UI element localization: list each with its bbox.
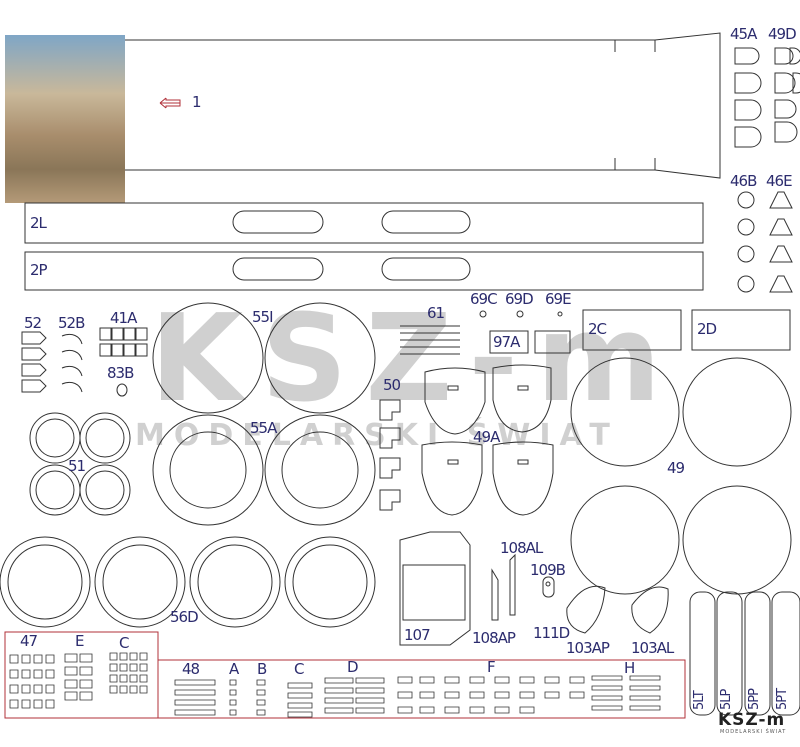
label-part-51: 51 bbox=[68, 457, 86, 475]
part-2C-outline bbox=[582, 309, 682, 351]
label-part-108AP: 108AP bbox=[472, 629, 516, 647]
label-part-69D: 69D bbox=[505, 290, 534, 308]
label-part-55I: 55I bbox=[252, 308, 273, 326]
part-2D-outline bbox=[691, 309, 791, 351]
label-part-2P: 2P bbox=[30, 261, 48, 279]
label-part-50: 50 bbox=[383, 376, 401, 394]
label-part-45A: 45A bbox=[730, 25, 757, 43]
label-part-107: 107 bbox=[404, 626, 431, 644]
label-part-56D: 56D bbox=[170, 608, 199, 626]
label-part-55A: 55A bbox=[250, 419, 277, 437]
label-part-52: 52 bbox=[24, 314, 42, 332]
label-part-69E: 69E bbox=[545, 290, 572, 308]
label-part-2L: 2L bbox=[30, 214, 47, 232]
label-part-47: 47 bbox=[20, 632, 38, 650]
label-part-E: E bbox=[75, 632, 85, 650]
label-part-1: 1 bbox=[192, 93, 201, 111]
label-part-49D: 49D bbox=[768, 25, 797, 43]
label-part-5LT: 5LT bbox=[692, 691, 707, 710]
part-2L-outline bbox=[24, 202, 704, 244]
label-part-A: A bbox=[229, 660, 239, 678]
label-part-61: 61 bbox=[427, 304, 445, 322]
brand-logo: KSZ-m bbox=[718, 710, 786, 730]
label-part-D: D bbox=[347, 658, 359, 676]
watermark-tagline: MODELARSKI ŚWIAT bbox=[135, 418, 619, 453]
label-part-49A: 49A bbox=[473, 428, 500, 446]
label-part-49: 49 bbox=[667, 459, 685, 477]
label-part-2C: 2C bbox=[588, 320, 607, 338]
label-part-111D: 111D bbox=[533, 624, 570, 642]
armored-car-photo bbox=[5, 35, 125, 203]
label-part-2D: 2D bbox=[697, 320, 717, 338]
label-part-H: H bbox=[624, 659, 635, 677]
label-part-48: 48 bbox=[182, 660, 200, 678]
part-1-outline bbox=[125, 32, 721, 179]
label-part-97A: 97A bbox=[493, 333, 520, 351]
label-part-46B: 46B bbox=[730, 172, 757, 190]
part-2P-outline bbox=[24, 251, 704, 291]
label-part-83B: 83B bbox=[107, 364, 134, 382]
label-part-108AL: 108AL bbox=[500, 539, 543, 557]
label-part-F: F bbox=[487, 658, 496, 676]
label-part-C-small: C bbox=[119, 634, 130, 652]
label-part-C: C bbox=[294, 660, 305, 678]
label-part-46E: 46E bbox=[766, 172, 793, 190]
label-part-5PP: 5PP bbox=[747, 689, 762, 710]
brand-logo-tagline: MODELARSKI ŚWIAT bbox=[720, 729, 787, 735]
label-part-B: B bbox=[257, 660, 267, 678]
label-part-109B: 109B bbox=[530, 561, 566, 579]
label-part-5LP: 5LP bbox=[719, 689, 734, 710]
label-part-41A: 41A bbox=[110, 309, 137, 327]
label-part-103AL: 103AL bbox=[631, 639, 674, 657]
label-part-52B: 52B bbox=[58, 314, 85, 332]
label-part-103AP: 103AP bbox=[566, 639, 610, 657]
parts-45A-49D bbox=[734, 47, 800, 148]
arrow-icon bbox=[159, 97, 181, 109]
label-part-5PT: 5PT bbox=[775, 688, 790, 710]
label-part-69C: 69C bbox=[470, 290, 498, 308]
